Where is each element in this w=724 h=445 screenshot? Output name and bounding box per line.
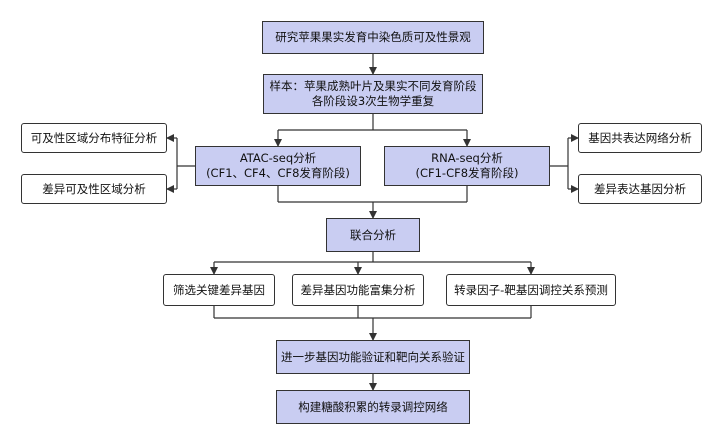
accessibility-feature-text: 可及性区域分布特征分析 (30, 130, 158, 145)
tf-prediction-text: 转录因子-靶基因调控关系预测 (454, 282, 608, 297)
accessibility-feature-node: 可及性区域分布特征分析 (21, 123, 167, 153)
atac-text-line2: (CF1、CF4、CF8发育阶段) (206, 166, 350, 180)
title-node: 研究苹果果实发育中染色质可及性景观 (262, 21, 484, 54)
rna-text-line2: (CF1-CF8发育阶段) (415, 166, 519, 180)
coexpression-node: 基因共表达网络分析 (578, 123, 702, 153)
coexpression-text: 基因共表达网络分析 (588, 130, 692, 145)
rna-node: RNA-seq分析 (CF1-CF8发育阶段) (384, 146, 550, 186)
validation-node: 进一步基因功能验证和靶向关系验证 (276, 340, 470, 374)
rna-text-line1: RNA-seq分析 (431, 151, 503, 165)
deg-text: 差异表达基因分析 (594, 181, 686, 196)
enrichment-text: 差异基因功能富集分析 (300, 282, 416, 297)
sample-text-line1: 样本：苹果成熟叶片及果实不同发育阶段 (269, 79, 477, 93)
differential-accessibility-text: 差异可及性区域分析 (42, 181, 146, 196)
validation-text: 进一步基因功能验证和靶向关系验证 (281, 349, 465, 364)
enrichment-node: 差异基因功能富集分析 (292, 274, 424, 306)
key-genes-node: 筛选关键差异基因 (163, 274, 275, 306)
final-network-text: 构建糖酸积累的转录调控网络 (298, 399, 448, 414)
sample-node: 样本：苹果成熟叶片及果实不同发育阶段 各阶段设3次生物学重复 (263, 74, 483, 114)
atac-node: ATAC-seq分析 (CF1、CF4、CF8发育阶段) (195, 146, 361, 186)
key-genes-text: 筛选关键差异基因 (173, 282, 265, 297)
title-text: 研究苹果果实发育中染色质可及性景观 (275, 30, 471, 44)
differential-accessibility-node: 差异可及性区域分析 (21, 174, 167, 204)
deg-node: 差异表达基因分析 (578, 174, 702, 204)
tf-prediction-node: 转录因子-靶基因调控关系预测 (446, 274, 616, 306)
sample-text-line2: 各阶段设3次生物学重复 (311, 94, 435, 108)
atac-text-line1: ATAC-seq分析 (239, 151, 317, 165)
final-network-node: 构建糖酸积累的转录调控网络 (276, 390, 470, 424)
joint-analysis-node: 联合分析 (326, 218, 420, 252)
joint-analysis-text: 联合分析 (350, 227, 396, 242)
